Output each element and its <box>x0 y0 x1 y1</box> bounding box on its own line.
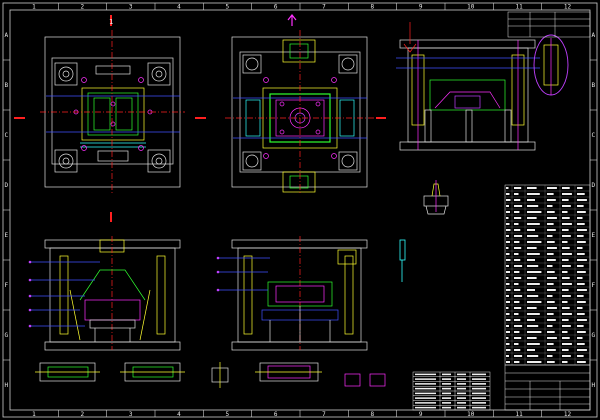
grid-column-label: 6 <box>274 4 278 11</box>
plan-view-moving-half <box>225 30 375 195</box>
grid-row-label: B <box>5 82 9 89</box>
grid-row-label: B <box>592 82 596 89</box>
part-details-row <box>35 362 386 388</box>
grid-row-label: D <box>592 182 596 189</box>
grid-column-label: 8 <box>371 4 375 11</box>
grid-column-label: 9 <box>419 4 423 11</box>
grid-row-label: F <box>5 282 9 289</box>
grid-column-label: 6 <box>274 411 278 418</box>
grid-column-label: 10 <box>467 4 475 11</box>
grid-column-label: 2 <box>81 4 85 11</box>
grid-column-label: 12 <box>564 4 572 11</box>
title-block <box>504 364 591 411</box>
grid-column-label: 4 <box>177 411 181 418</box>
grid-column-label: 8 <box>371 411 375 418</box>
section-label-top: 1 <box>109 18 113 26</box>
side-view-assembly <box>396 22 569 151</box>
grid-column-label: 3 <box>129 411 133 418</box>
grid-column-label: 5 <box>226 411 230 418</box>
grid-column-label: 10 <box>467 411 475 418</box>
section-arrow-magenta <box>287 14 297 26</box>
grid-row-label: H <box>592 382 596 389</box>
grid-column-label: 11 <box>516 411 524 418</box>
grid-row-label: A <box>592 32 596 39</box>
grid-row-label: A <box>5 32 9 39</box>
revision-block <box>507 11 591 38</box>
grid-row-label: E <box>592 232 596 239</box>
grid-column-label: 11 <box>516 4 524 11</box>
grid-row-label: C <box>5 132 9 139</box>
grid-row-label: G <box>592 332 596 339</box>
grid-column-label: 1 <box>32 411 36 418</box>
plan-view-fixed-half <box>40 30 185 195</box>
cyan-marker <box>399 239 406 282</box>
sprue-bushing-detail <box>423 180 449 215</box>
grid-column-label: 1 <box>32 4 36 11</box>
grid-row-label: D <box>5 182 9 189</box>
grid-row-label: E <box>5 232 9 239</box>
grid-row-label: H <box>5 382 9 389</box>
parts-list-small <box>412 371 491 411</box>
grid-column-label: 12 <box>564 411 572 418</box>
grid-column-label: 2 <box>81 411 85 418</box>
grid-row-label: F <box>592 282 596 289</box>
grid-column-label: 9 <box>419 411 423 418</box>
bill-of-materials-table <box>504 184 591 366</box>
grid-row-label: G <box>5 332 9 339</box>
grid-column-label: 4 <box>177 4 181 11</box>
grid-column-label: 5 <box>226 4 230 11</box>
section-view-b <box>216 236 368 351</box>
grid-column-label: 3 <box>129 4 133 11</box>
grid-column-label: 7 <box>322 411 326 418</box>
section-markers <box>14 15 386 222</box>
grid-row-label: C <box>592 132 596 139</box>
grid-column-label: 7 <box>322 4 326 11</box>
grid-row-labels: A A B B C C D D E E F F G G H H <box>3 32 597 389</box>
section-view-a <box>28 236 181 351</box>
